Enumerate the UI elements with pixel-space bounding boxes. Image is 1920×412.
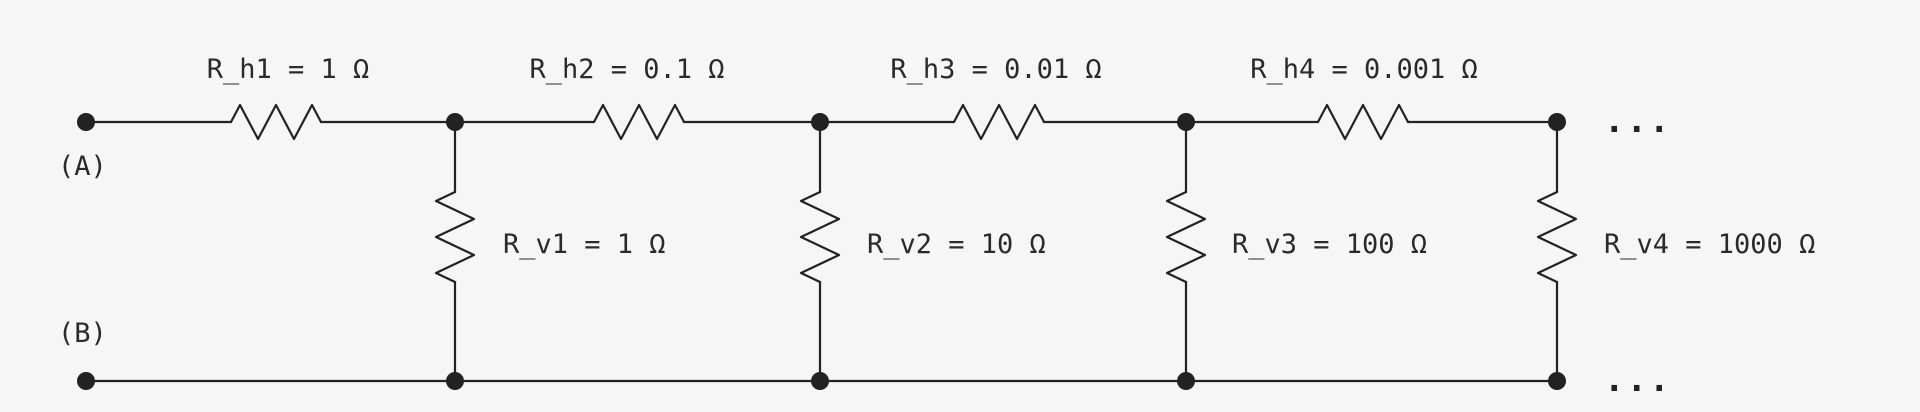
resistor-rv1-symbol	[434, 190, 476, 284]
resistor-rv4-label: R_v4 = 1000 Ω	[1604, 229, 1815, 260]
bottom-node-3	[1177, 372, 1195, 390]
terminal-b-node	[77, 372, 95, 390]
resistor-rv1-label: R_v1 = 1 Ω	[503, 229, 666, 260]
resistor-rv3-label: R_v3 = 100 Ω	[1232, 229, 1427, 260]
resistor-rh1-label: R_h1 = 1 Ω	[207, 54, 370, 85]
resistor-rv2-label: R_v2 = 10 Ω	[867, 229, 1046, 260]
bottom-node-1	[446, 372, 464, 390]
bottom-node-4	[1548, 372, 1566, 390]
resistor-rh3-label: R_h3 = 0.01 Ω	[890, 54, 1101, 85]
resistor-rh4-label: R_h4 = 0.001 Ω	[1250, 54, 1478, 85]
top-node-2	[811, 113, 829, 131]
resistor-rv4-symbol	[1536, 190, 1578, 284]
resistor-rh3-symbol	[952, 103, 1046, 141]
resistor-rh2-label: R_h2 = 0.1 Ω	[529, 54, 724, 85]
resistor-rv2-symbol	[799, 190, 841, 284]
top-node-3	[1177, 113, 1195, 131]
resistor-rv3-symbol	[1165, 190, 1207, 284]
terminal-b-label: (B)	[58, 318, 107, 349]
resistor-rh2-symbol	[592, 103, 686, 141]
bottom-continuation-ellipsis: ...	[1604, 360, 1671, 400]
terminal-a-node	[77, 113, 95, 131]
resistor-rh4-symbol	[1316, 103, 1410, 141]
top-node-1	[446, 113, 464, 131]
terminal-a-label: (A)	[58, 151, 107, 182]
diagram-background	[0, 6, 1920, 412]
top-node-4	[1548, 113, 1566, 131]
top-continuation-ellipsis: ...	[1604, 101, 1671, 141]
resistor-rh1-symbol	[229, 103, 323, 141]
bottom-node-2	[811, 372, 829, 390]
